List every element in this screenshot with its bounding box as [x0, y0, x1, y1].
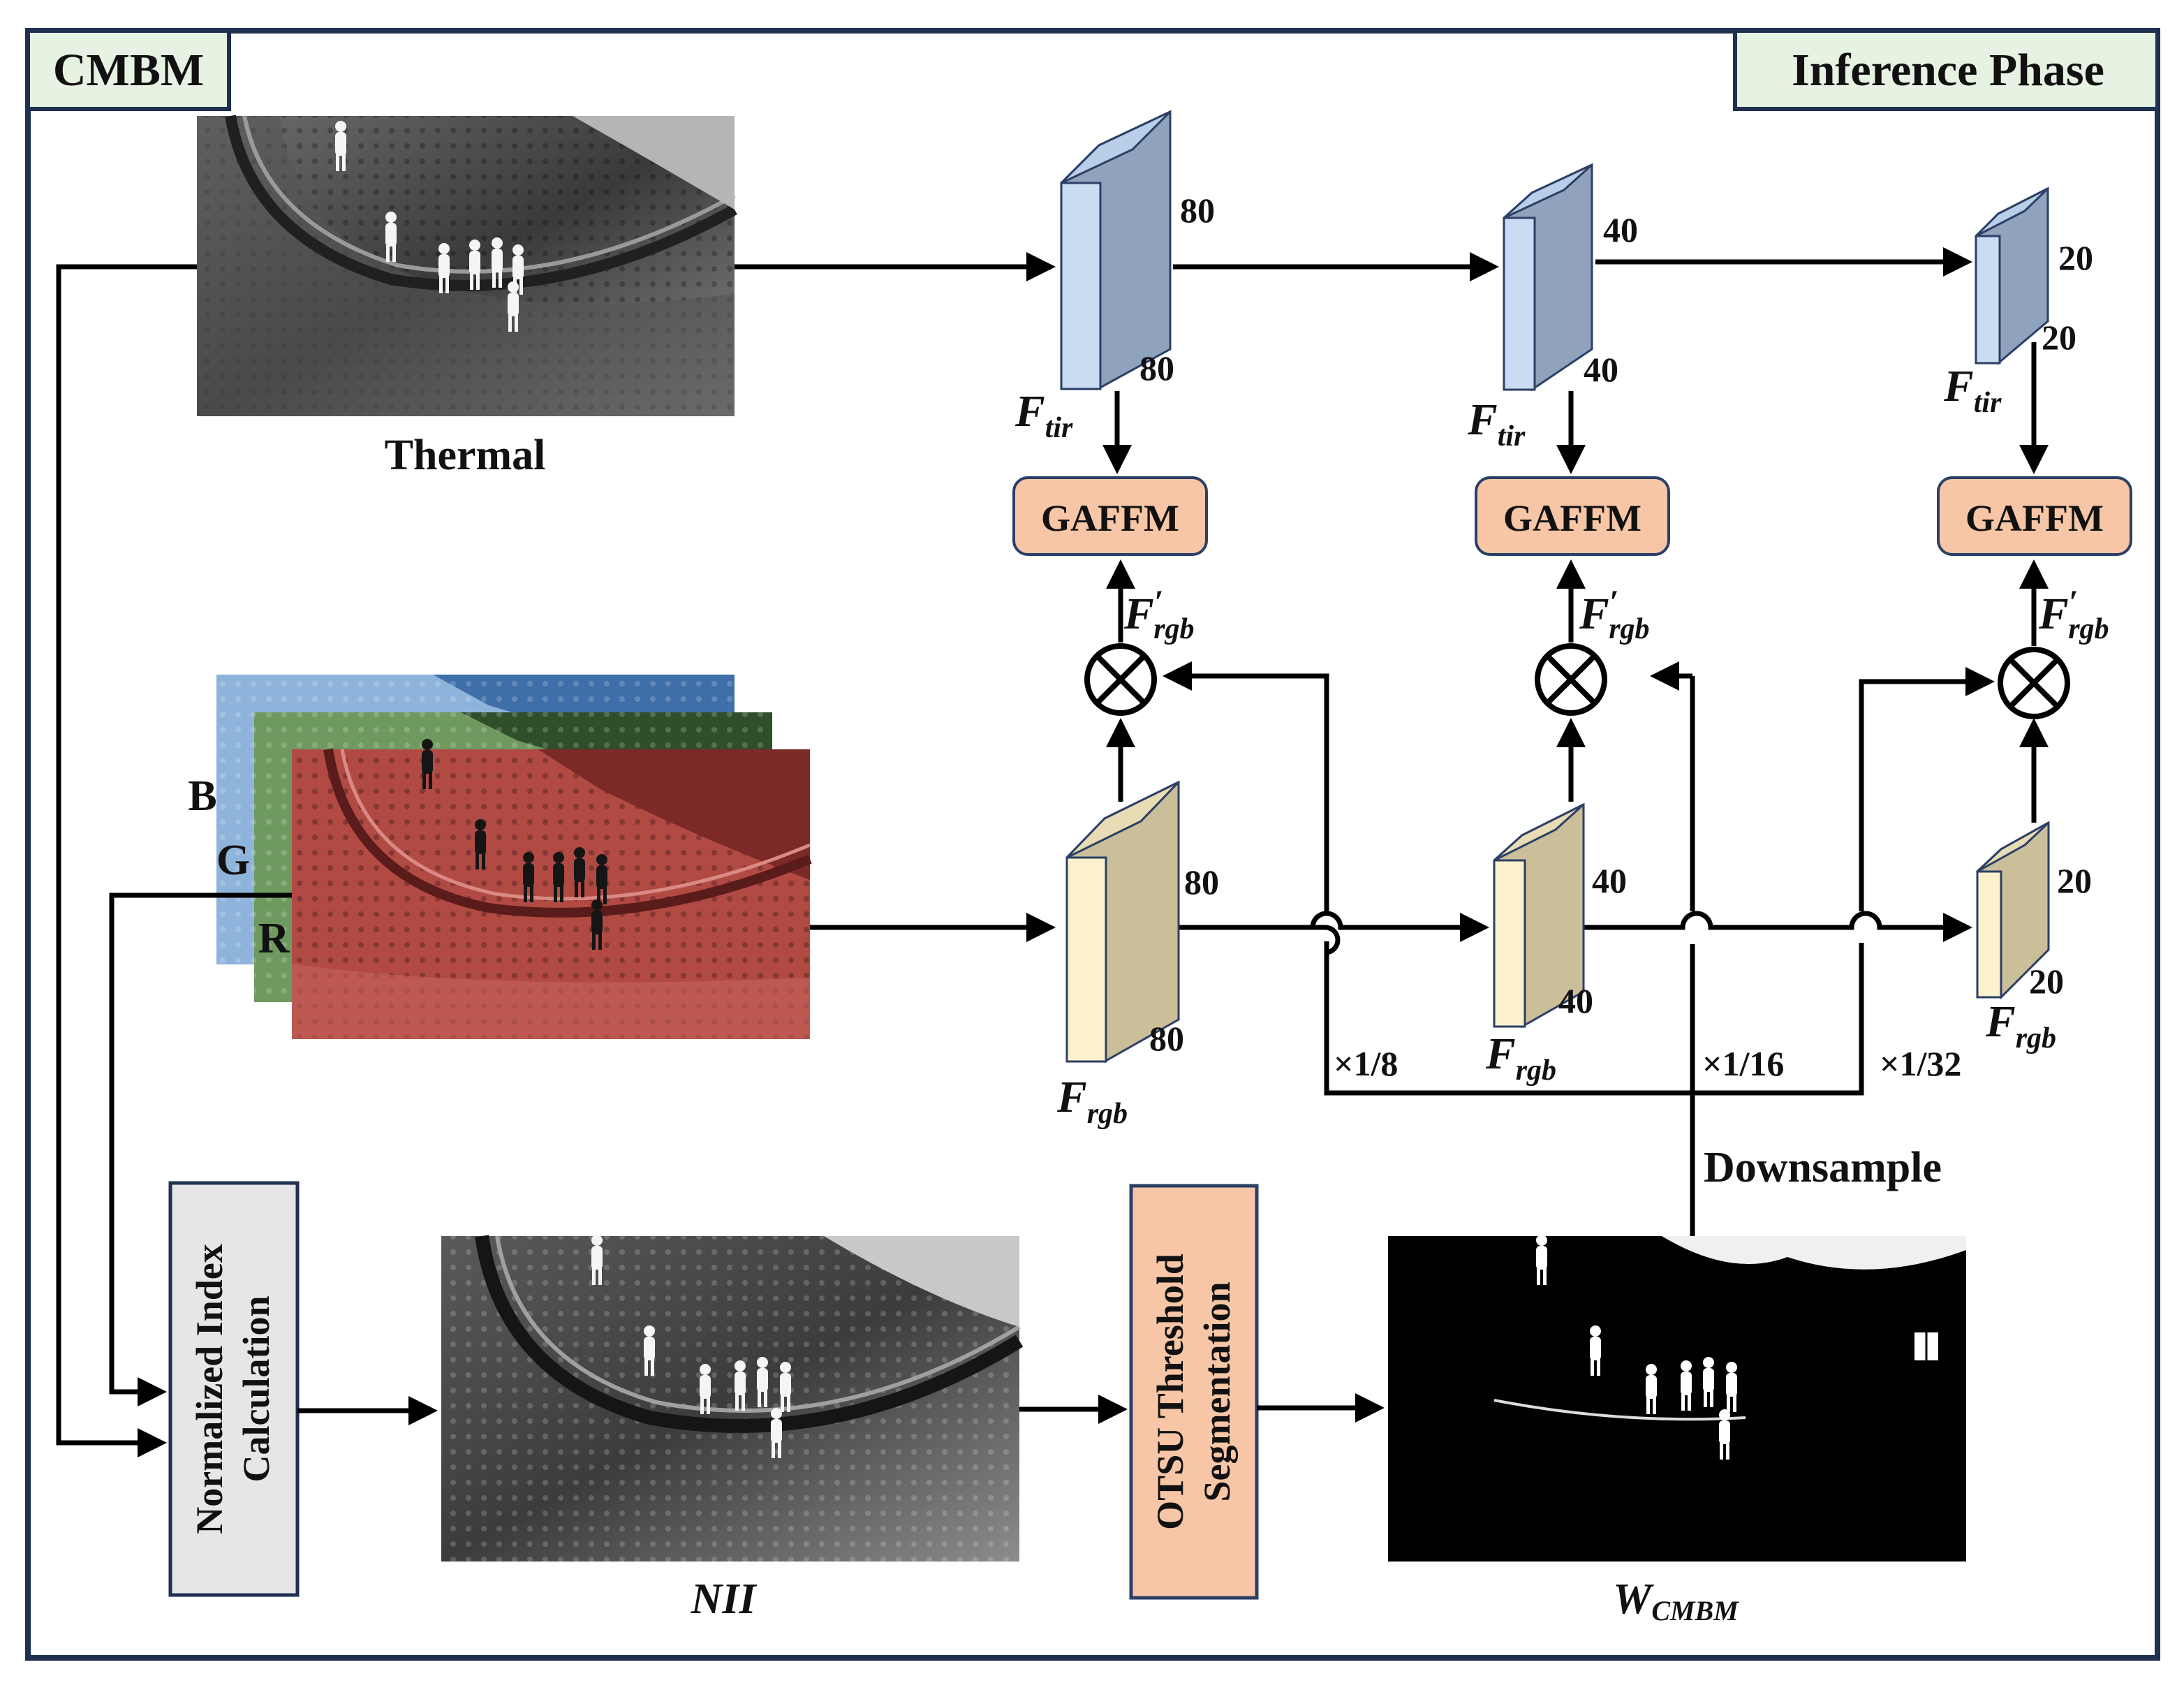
downsample-label: Downsample — [1704, 1144, 1942, 1191]
normalized-line1: Normalized Index — [189, 1244, 230, 1534]
f-tir-3: Ftir — [1943, 361, 2002, 419]
multiply-node-2 — [1535, 643, 1607, 716]
feature-block-rgb-3 — [1976, 821, 2050, 1000]
nii-image — [441, 1235, 1024, 1562]
rgb-2-width: 40 — [1558, 981, 1593, 1020]
channel-b-label: B — [188, 772, 216, 820]
multiply-node-3 — [1998, 647, 2070, 719]
channel-g-label: G — [216, 837, 250, 884]
scale-1-32: ×1/32 — [1880, 1044, 1961, 1083]
feature-block-tir-3 — [1975, 186, 2049, 365]
red-channel-image — [292, 739, 812, 1039]
w-cmbm-label: WCMBM — [1613, 1575, 1739, 1626]
tir-1-width: 80 — [1139, 348, 1174, 388]
f-tir-2: Ftir — [1467, 395, 1526, 453]
rgb-1-height: 80 — [1184, 862, 1219, 902]
normalized-line2: Calculation — [235, 1295, 277, 1482]
inference-phase-tag: Inference Phase — [1733, 29, 2160, 111]
rgb-3-height: 20 — [2057, 861, 2092, 900]
rgb-3-width: 20 — [2029, 962, 2064, 1001]
nii-label: NII — [690, 1575, 757, 1623]
inference-phase-text: Inference Phase — [1792, 45, 2104, 96]
tir-2-width: 40 — [1584, 350, 1618, 389]
outer-frame — [25, 28, 2160, 1661]
f-rgb-3: Frgb — [1985, 997, 2056, 1055]
feature-block-rgb-1 — [1065, 780, 1180, 1064]
f-rgb-prime-3: F′rgb — [2038, 584, 2109, 645]
f-tir-1: Ftir — [1014, 386, 1073, 444]
normalized-index-box: Normalized Index Calculation — [168, 1181, 300, 1597]
tir-3-width: 20 — [2042, 318, 2076, 357]
f-rgb-prime-1: F′rgb — [1123, 584, 1195, 645]
otsu-line2: Segmentation — [1196, 1282, 1238, 1502]
scale-1-8: ×1/8 — [1334, 1044, 1398, 1083]
feature-block-tir-1 — [1060, 110, 1172, 390]
multiply-node-1 — [1084, 643, 1157, 716]
thermal-label: Thermal — [385, 432, 546, 479]
tir-2-height: 40 — [1603, 210, 1638, 249]
gaffm-box-3: GAFFM — [1937, 476, 2132, 556]
otsu-box: OTSU Threshold Segmentation — [1129, 1184, 1259, 1600]
cmbm-tag: CMBM — [26, 29, 231, 111]
channel-r-label: R — [258, 915, 290, 962]
w-cmbm-image — [1388, 1235, 1966, 1562]
otsu-line1: OTSU Threshold — [1149, 1254, 1191, 1530]
f-rgb-2: Frgb — [1485, 1029, 1556, 1087]
f-rgb-prime-2: F′rgb — [1579, 584, 1650, 645]
feature-block-rgb-2 — [1493, 802, 1585, 1029]
connectors — [56, 247, 2049, 1457]
gaffm-label-2: GAFFM — [1503, 497, 1641, 539]
gaffm-box-1: GAFFM — [1012, 476, 1208, 556]
gaffm-label-3: GAFFM — [1965, 497, 2104, 539]
scale-1-16: ×1/16 — [1702, 1044, 1784, 1083]
rgb-channel-stack — [216, 675, 812, 1039]
rgb-1-width: 80 — [1149, 1019, 1184, 1058]
rgb-2-height: 40 — [1592, 861, 1627, 900]
thermal-image — [197, 115, 737, 416]
feature-block-tir-2 — [1503, 163, 1593, 392]
gaffm-box-2: GAFFM — [1475, 476, 1670, 556]
tir-3-height: 20 — [2058, 238, 2093, 277]
gaffm-label-1: GAFFM — [1041, 497, 1179, 539]
cmbm-tag-text: CMBM — [53, 45, 204, 96]
tir-1-height: 80 — [1180, 191, 1215, 230]
f-rgb-1: Frgb — [1056, 1072, 1128, 1130]
